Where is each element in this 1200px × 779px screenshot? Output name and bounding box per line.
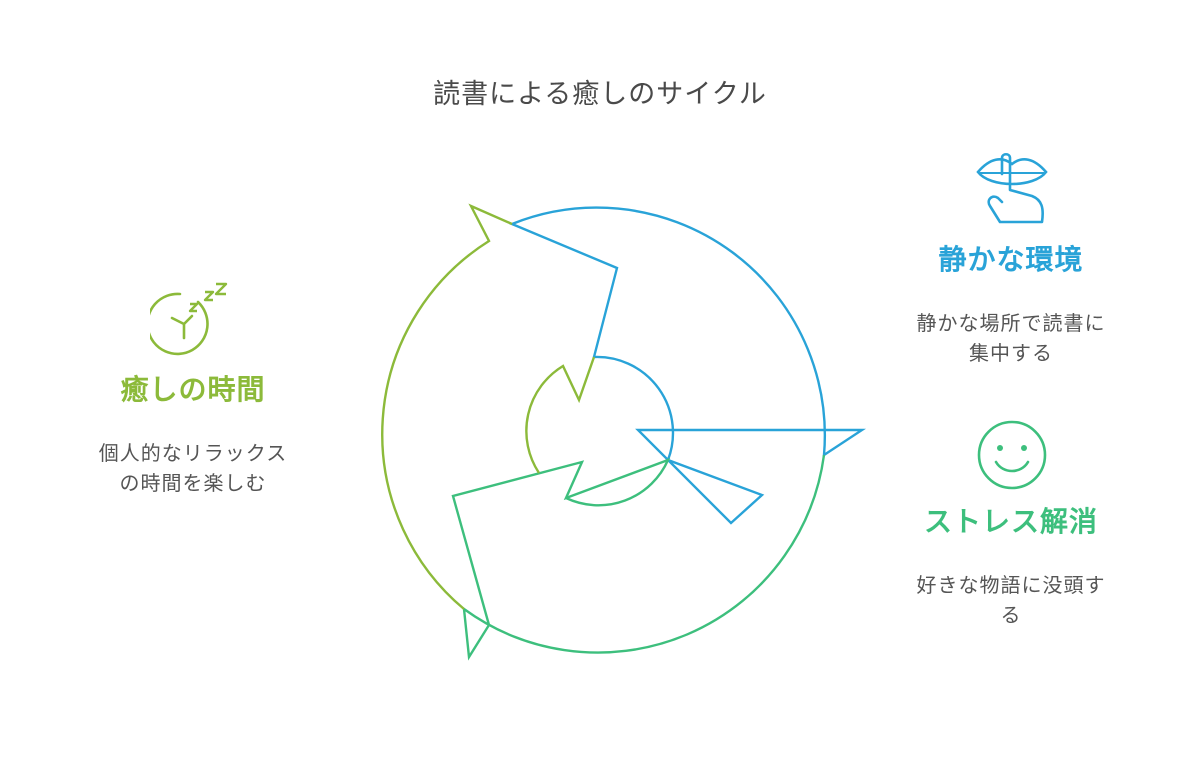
step-label: 癒しの時間 [120,373,266,406]
step-description: 静かな場所で読書に 集中する [916,311,1106,365]
cycle-arrow-quiet [508,206,867,525]
step-description: 個人的なリラックス の時間を楽しむ [98,441,288,495]
smiley-face-icon [977,420,1047,490]
shush-lips-icon [976,152,1048,224]
cycle-arrow-relief [451,454,826,661]
page-title: 読書による癒しのサイクル [433,79,767,110]
step-quiet-environment: 静かな環境 静かな場所で読書に 集中する [898,238,1124,368]
step-stress-relief: ストレス解消 好きな物語に没頭す る [888,500,1134,630]
step-healing-time: 癒しの時間 個人的なリラックス の時間を楽しむ [70,368,316,498]
cycle-arrow-rest [381,203,596,610]
step-label: 静かな環境 [938,243,1084,276]
sleep-clock-icon [150,282,228,356]
step-description: 好きな物語に没頭す る [916,573,1106,627]
step-label: ストレス解消 [923,505,1098,538]
